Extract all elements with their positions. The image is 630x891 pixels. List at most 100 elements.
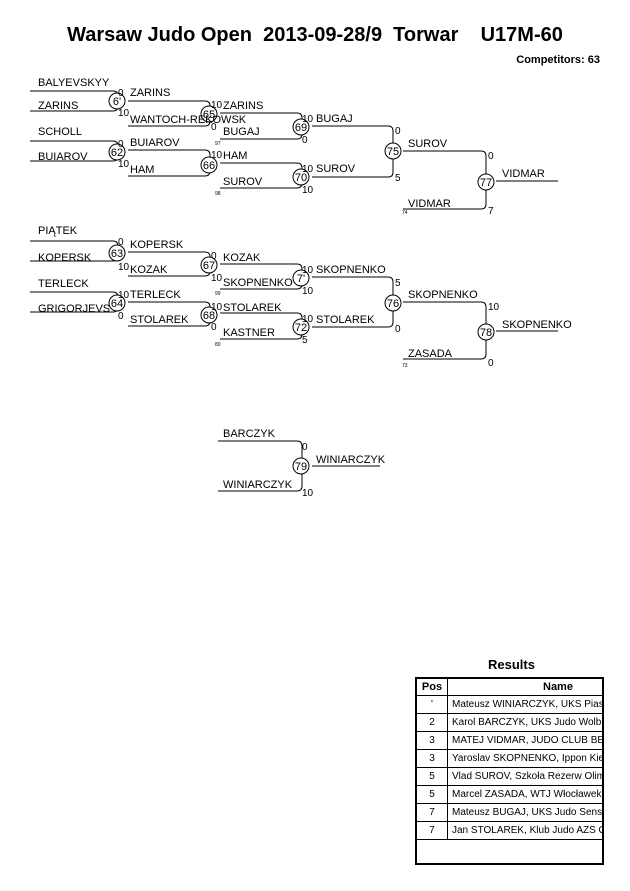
- competitor-name: STOLAREK: [316, 314, 375, 326]
- competitor-score: 0: [211, 251, 217, 262]
- competitor-score: 0: [302, 135, 308, 146]
- name-cell: Mateusz BUGAJ, UKS Judo Sensei Piekary: [447, 803, 602, 822]
- competitor-name: KOPERSK: [38, 252, 92, 264]
- name-cell: Yaroslav SKOPNENKO, Ippon Kiev: [447, 749, 602, 768]
- bracket-diagram: 6' 62 63 64 65 66 67 68 69 70 7' 72 75 7…: [30, 77, 572, 499]
- competitor-name: ZASADA: [408, 348, 453, 360]
- competitor-name: WANTOCH-REKOWSK: [130, 114, 247, 126]
- competitor-score: 7: [488, 206, 494, 217]
- competitor-score: 10: [118, 108, 130, 119]
- pos-cell: 3: [417, 731, 448, 750]
- match-number: 77: [480, 177, 492, 189]
- competitor-name: BALYEVSKYY: [38, 77, 110, 89]
- competitor-score: 10: [211, 273, 223, 284]
- competitor-score: 10: [302, 114, 314, 125]
- name-cell: Karol BARCZYK, UKS Judo Wolbrom: [447, 713, 602, 732]
- col-name-header: Name: [447, 679, 602, 696]
- competitor-score: 10: [488, 302, 500, 313]
- competitor-name: KOZAK: [130, 264, 168, 276]
- match-number: 69: [295, 122, 307, 134]
- competitor-name: SKOPNENKO: [408, 289, 478, 301]
- competitor-name: VIDMAR: [408, 198, 451, 210]
- competitor-name: BUGAJ: [316, 113, 353, 125]
- match-number: 70: [295, 172, 307, 184]
- competitor-name: ZARINS: [130, 87, 170, 99]
- pos-cell: ': [417, 695, 448, 714]
- match-number: 75: [387, 146, 399, 158]
- pos-cell: 3: [417, 749, 448, 768]
- name-cell: Vlad SUROV, Szkoła Rezerw Olimpijskich: [447, 767, 602, 786]
- competitor-score: 5: [395, 173, 401, 184]
- match-number: 63: [111, 248, 123, 260]
- competitor-name: BUIAROV: [38, 151, 88, 163]
- competitor-name: BUGAJ: [223, 126, 260, 138]
- name-cell: Mateusz WINIARCZYK, UKS Piast Wrocław: [447, 695, 602, 714]
- competitor-score: 0: [118, 88, 124, 99]
- competitor-score: 10: [302, 185, 314, 196]
- competitor-score: 10: [302, 314, 314, 325]
- match-number: 66: [203, 160, 215, 172]
- seed-marker: 99: [215, 291, 221, 297]
- competitor-score: 10: [211, 150, 223, 161]
- competitor-name: TERLECK: [130, 289, 181, 301]
- competitor-score: 0: [395, 324, 401, 335]
- seed-marker: 98: [215, 191, 221, 197]
- competitor-name: PIĄTEK: [38, 225, 78, 237]
- competitor-name: BARCZYK: [223, 428, 276, 440]
- competitor-name: KASTNER: [223, 327, 275, 339]
- competitor-name: TERLECK: [38, 278, 89, 290]
- pos-cell: 7: [417, 821, 448, 840]
- competitor-name: GRIGORJEVS: [38, 303, 110, 315]
- competitor-name: SUROV: [408, 138, 448, 150]
- match-number: 78: [480, 327, 492, 339]
- competitor-score: 10: [302, 488, 314, 499]
- page-title: Warsaw Judo Open 2013-09-28/9 Torwar U17…: [67, 24, 563, 46]
- competitor-score: 10: [211, 100, 223, 111]
- match-number: 67: [203, 260, 215, 272]
- competitor-score: 0: [118, 311, 124, 322]
- competitor-score: 10: [211, 302, 223, 313]
- match-number: 7': [297, 273, 305, 285]
- competitor-score: 10: [118, 159, 130, 170]
- match-number: 65: [203, 109, 215, 121]
- pos-cell: 5: [417, 767, 448, 786]
- results-table: Pos Name 'Mateusz WINIARCZYK, UKS Piast …: [415, 677, 604, 865]
- competitor-name: BUIAROV: [130, 137, 180, 149]
- competitor-score: 0: [395, 126, 401, 137]
- match-number: 64: [111, 298, 123, 310]
- competitor-score: 0: [302, 442, 308, 453]
- competitor-score: 0: [211, 122, 217, 133]
- col-pos-header: Pos: [417, 679, 448, 696]
- competitor-score: 0: [118, 237, 124, 248]
- match-number: 76: [387, 298, 399, 310]
- final-winner-name: WINIARCZYK: [316, 454, 386, 466]
- match-number: 6': [113, 96, 121, 108]
- competitor-name: SCHOLL: [38, 126, 82, 138]
- competitor-name: KOZAK: [223, 252, 261, 264]
- pos-cell: 5: [417, 785, 448, 804]
- pos-cell: 7: [417, 803, 448, 822]
- seed-marker: 80: [215, 342, 221, 348]
- competitor-score: 5: [395, 278, 401, 289]
- competitor-name: HAM: [130, 164, 154, 176]
- competitor-score: 0: [488, 358, 494, 369]
- competitor-name: STOLAREK: [223, 302, 282, 314]
- competitor-name: STOLAREK: [130, 314, 189, 326]
- name-cell: Jan STOLAREK, Klub Judo AZS Opole: [447, 821, 602, 840]
- competitor-name: HAM: [223, 150, 247, 162]
- competitor-name: SUROV: [223, 176, 263, 188]
- match-number: 72: [295, 322, 307, 334]
- competitor-score: 0: [118, 139, 124, 150]
- competitor-score: 10: [302, 164, 314, 175]
- final-winner-name: VIDMAR: [502, 168, 545, 180]
- match-number: 68: [203, 310, 215, 322]
- competitor-name: WINIARCZYK: [223, 479, 293, 491]
- competitor-score: 10: [118, 290, 130, 301]
